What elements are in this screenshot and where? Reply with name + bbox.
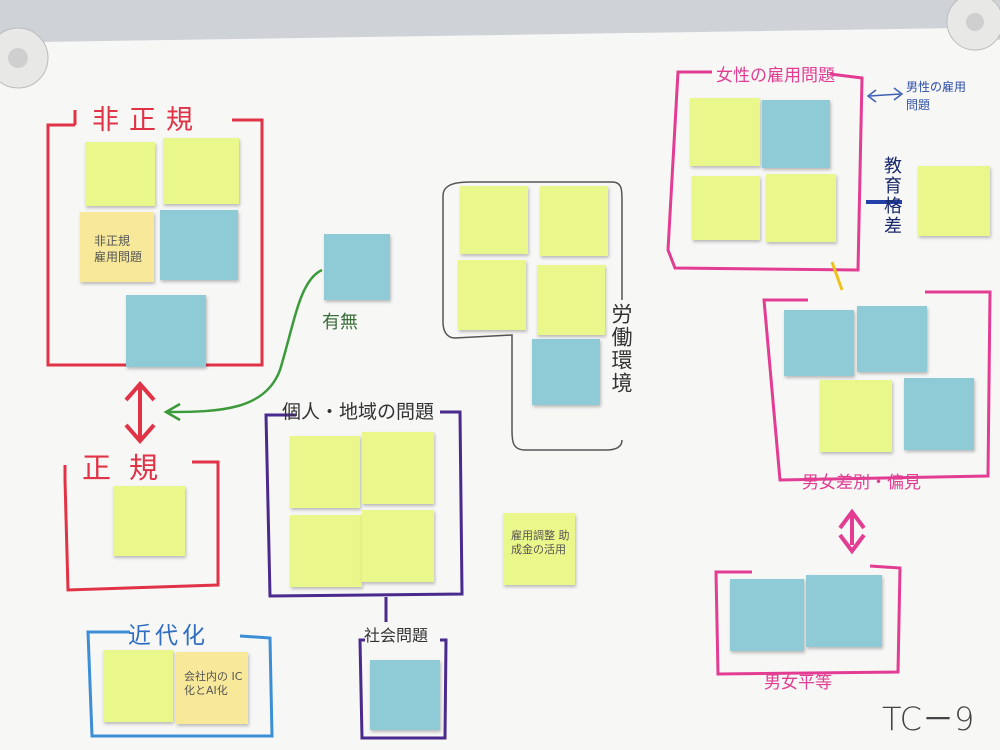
sticky-note-yellow xyxy=(766,174,836,242)
sticky-note-yellow xyxy=(918,166,990,236)
sticky-note-yellow xyxy=(290,436,360,508)
sticky-note-orange: 非正規 雇用問題 xyxy=(80,212,154,282)
sticky-note-yellow xyxy=(85,142,155,206)
sticky-note-blue xyxy=(160,210,238,280)
sticky-note-blue xyxy=(904,378,974,450)
sticky-note-orange: 会社内の IC化とAI化 xyxy=(176,652,248,724)
sticky-note-yellow xyxy=(460,186,528,254)
sticky-note-yellow xyxy=(362,510,434,582)
sticky-note-blue xyxy=(762,100,830,168)
sticky-note-yellow xyxy=(537,265,605,335)
label-josei: 女性の雇用問題 xyxy=(716,66,835,86)
sticky-note-blue xyxy=(730,579,804,651)
sticky-note-yellow xyxy=(540,186,608,256)
sticky-note-yellow xyxy=(113,486,185,556)
sticky-note-yellow xyxy=(820,380,892,452)
sticky-note-blue xyxy=(126,295,206,367)
sticky-note-yellow xyxy=(458,260,526,330)
label-roudou: 労働環境 xyxy=(609,303,633,395)
note-text: 非正規 雇用問題 xyxy=(94,234,143,264)
sticky-note-blue xyxy=(324,234,390,300)
sticky-note-yellow xyxy=(692,176,760,240)
sticky-note-yellow xyxy=(290,515,362,587)
sticky-note-yellow: 雇用調整 助成金の活用 xyxy=(503,513,575,585)
label-tc9: TC－9 xyxy=(882,700,975,738)
sticky-note-blue xyxy=(370,660,440,730)
label-kindaika: 近代化 xyxy=(128,623,209,649)
sticky-note-yellow xyxy=(103,650,173,722)
label-dansei: 男性の雇用問題 xyxy=(906,80,967,112)
sticky-note-blue xyxy=(857,306,927,372)
label-byoudou: 男女平等 xyxy=(764,673,832,693)
label-kojin: 個人・地域の問題 xyxy=(282,401,435,423)
note-text: 会社内の IC化とAI化 xyxy=(184,670,243,698)
sticky-note-yellow xyxy=(163,138,239,204)
label-umu: 有無 xyxy=(322,312,358,333)
label-sabetsu: 男女差別・偏見 xyxy=(802,473,921,493)
label-kyouiku: 教育格差 xyxy=(881,156,902,236)
sticky-note-blue xyxy=(806,575,882,647)
sticky-note-yellow xyxy=(690,98,760,166)
sticky-note-yellow xyxy=(362,432,434,504)
label-seiki: 正規 xyxy=(82,451,177,485)
note-text: 雇用調整 助成金の活用 xyxy=(511,529,570,557)
label-shakai: 社会問題 xyxy=(364,626,429,645)
sticky-note-blue xyxy=(532,339,600,405)
label-hiseiki: 非正規 xyxy=(92,105,203,136)
sticky-note-blue xyxy=(784,310,854,376)
